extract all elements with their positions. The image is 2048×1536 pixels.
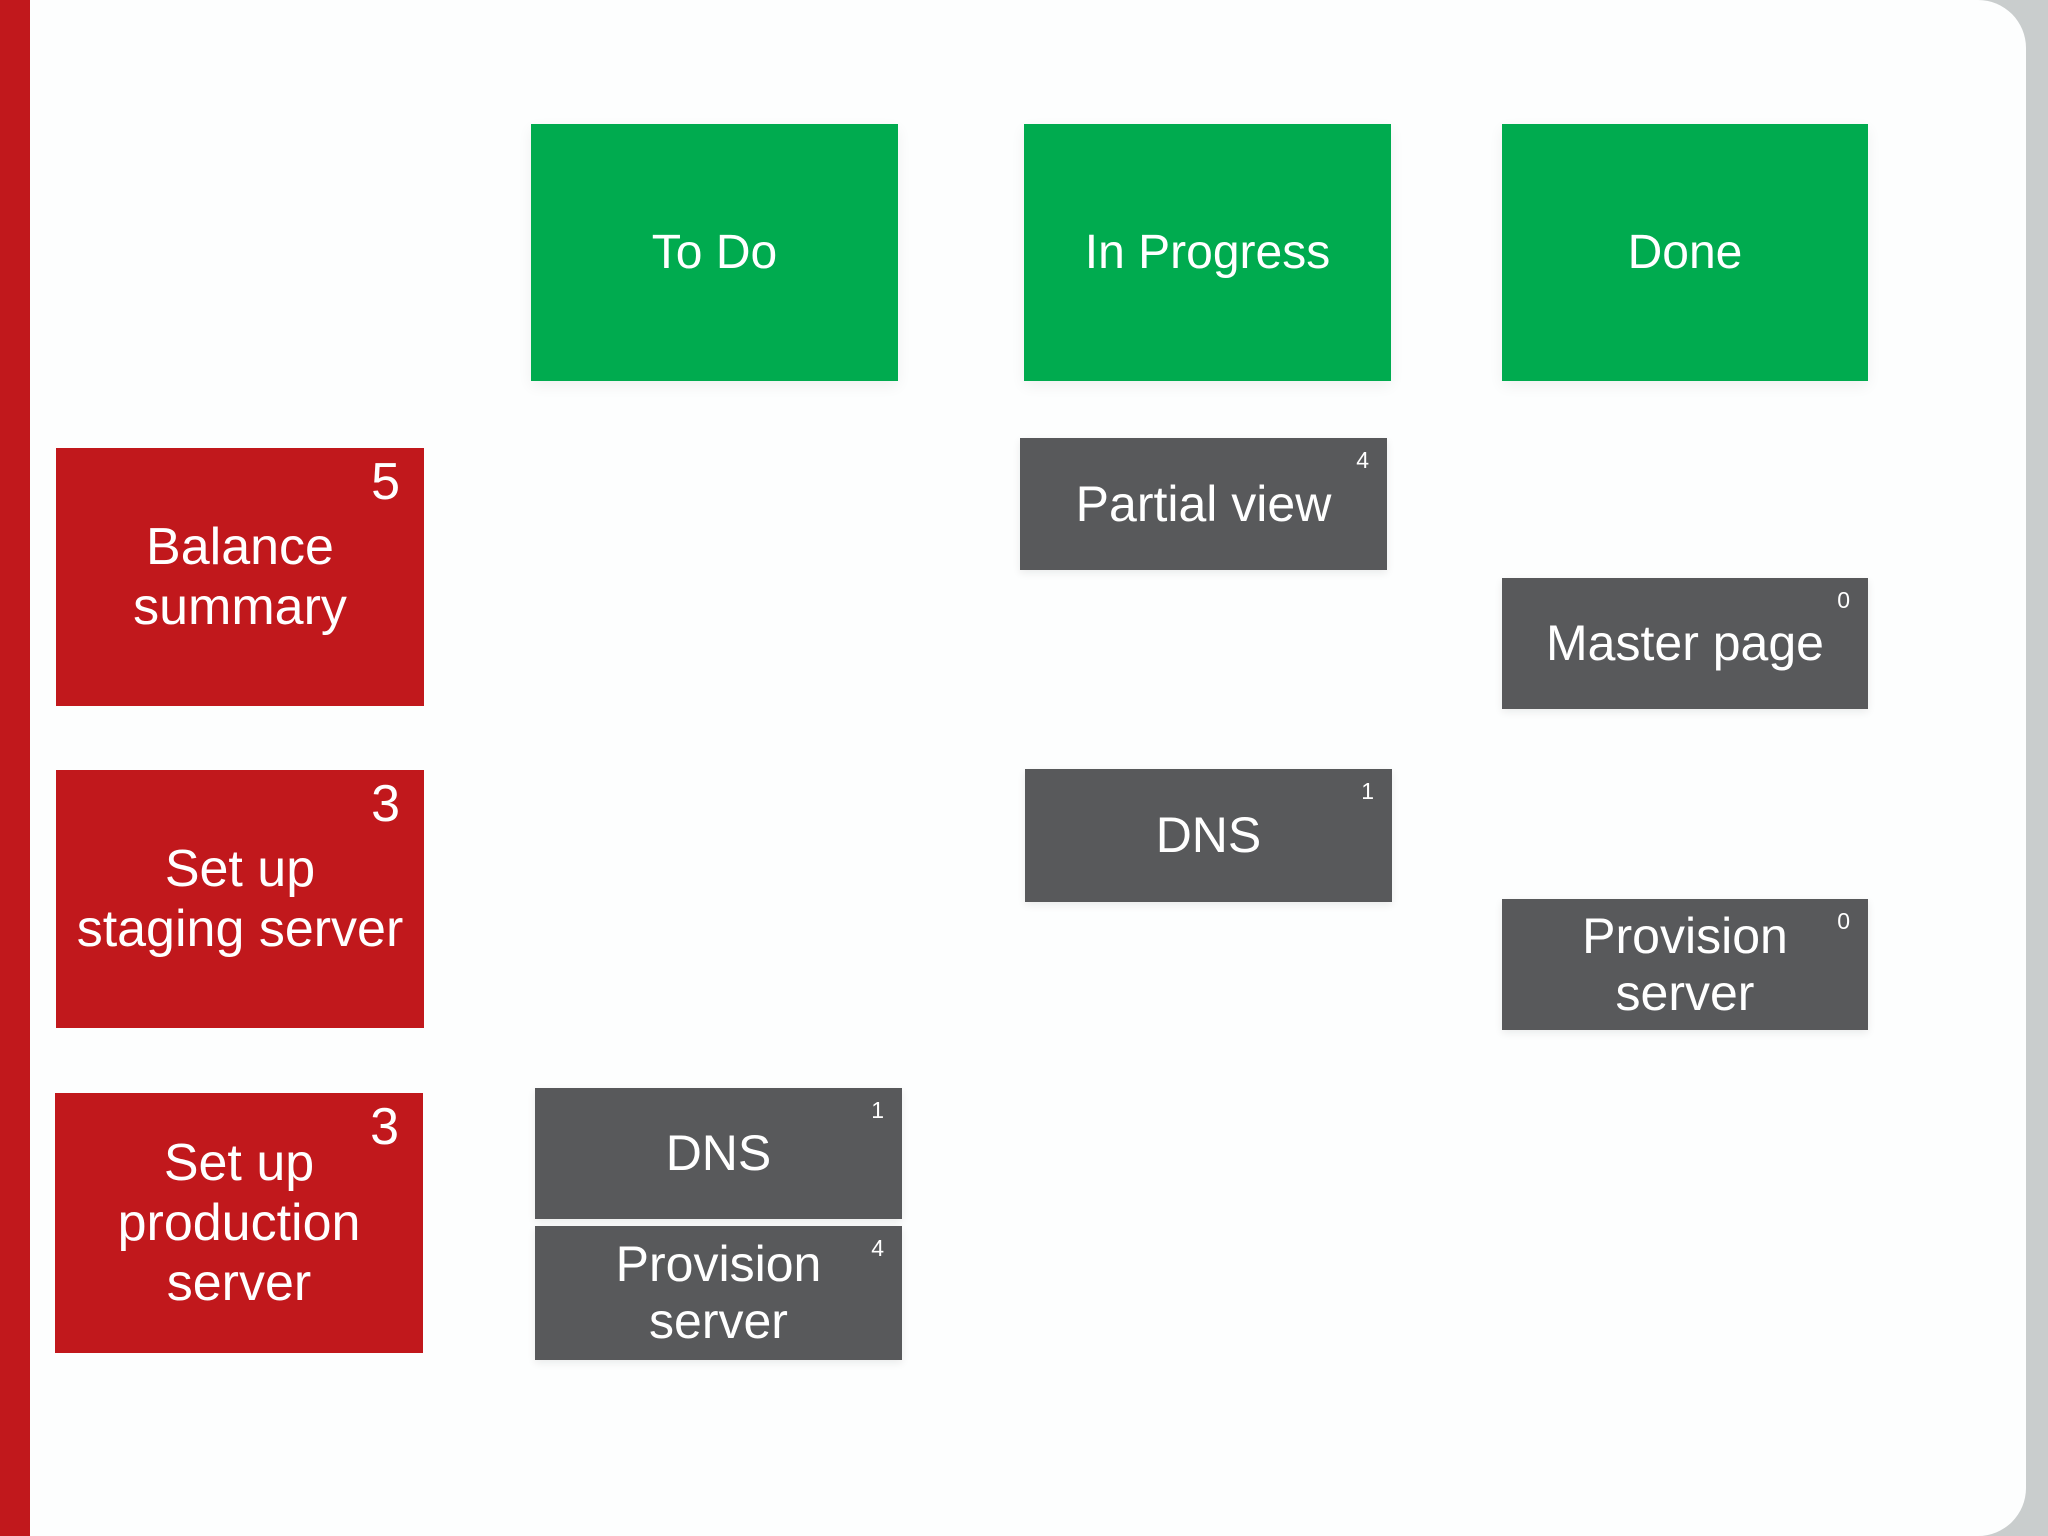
card-title: Set up staging server — [76, 840, 404, 958]
column-header-label: In Progress — [1084, 226, 1331, 279]
column-header-label: To Do — [651, 226, 778, 279]
column-header-todo: To Do — [531, 124, 898, 381]
card-title: Balance summary — [133, 518, 347, 636]
column-header-done: Done — [1502, 124, 1868, 381]
story-points-badge: 3 — [371, 775, 400, 833]
task-card-provision-server-todo[interactable]: 4 Provision server — [535, 1226, 902, 1360]
task-count-badge: 0 — [1837, 587, 1850, 613]
column-header-label: Done — [1627, 226, 1743, 279]
task-card-partial-view[interactable]: 4 Partial view — [1020, 438, 1387, 570]
backlog-card-staging-server[interactable]: 3 Set up staging server — [56, 770, 424, 1028]
task-card-provision-server-done[interactable]: 0 Provision server — [1502, 899, 1868, 1030]
card-title: Master page — [1546, 615, 1824, 671]
task-count-badge: 4 — [871, 1235, 884, 1261]
left-accent-bar — [0, 0, 30, 1536]
backlog-card-balance-summary[interactable]: 5 Balance summary — [56, 448, 424, 706]
task-count-badge: 1 — [1361, 778, 1374, 804]
backlog-card-production-server[interactable]: 3 Set up production server — [55, 1093, 423, 1353]
task-count-badge: 0 — [1837, 908, 1850, 934]
card-title: Set up production server — [117, 1134, 361, 1312]
task-count-badge: 1 — [871, 1097, 884, 1123]
task-card-dns-in-progress[interactable]: 1 DNS — [1025, 769, 1392, 902]
task-count-badge: 4 — [1356, 447, 1369, 473]
card-title: Partial view — [1075, 475, 1332, 532]
card-title: Provision server — [615, 1236, 822, 1349]
story-points-badge: 5 — [371, 453, 400, 511]
card-title: Provision server — [1582, 907, 1788, 1021]
task-card-dns-todo[interactable]: 1 DNS — [535, 1088, 902, 1219]
column-header-in-progress: In Progress — [1024, 124, 1391, 381]
card-title: DNS — [665, 1125, 772, 1181]
card-title: DNS — [1155, 807, 1262, 863]
story-points-badge: 3 — [370, 1098, 399, 1156]
task-card-master-page[interactable]: 0 Master page — [1502, 578, 1868, 709]
